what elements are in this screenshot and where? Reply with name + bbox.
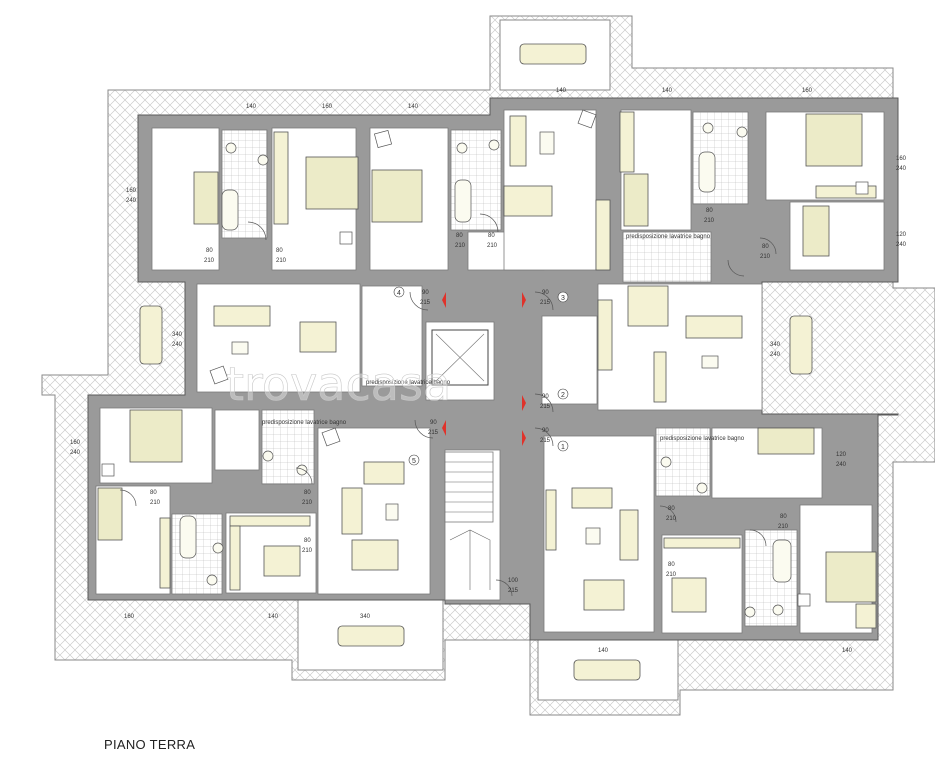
dim-door-h: 210	[302, 548, 313, 554]
dim-door-w: 80	[150, 490, 157, 496]
laundry-note: predisposizione lavatrice bagno	[660, 436, 745, 442]
dim-door-w: 80	[304, 538, 311, 544]
doors	[119, 213, 777, 597]
dim-door-h: 215	[540, 438, 551, 444]
dim-window-w: 140	[598, 648, 609, 654]
dim-door-w: 80	[304, 490, 311, 496]
unit-number: 2	[561, 392, 565, 399]
dim-door-w: 100	[508, 578, 519, 584]
dim-door-h: 210	[204, 258, 215, 264]
dim-door-w: 90	[430, 420, 437, 426]
dim-window-w: 140	[556, 88, 567, 94]
dim-door-w: 90	[542, 290, 549, 296]
dim-door-w: 80	[706, 208, 713, 214]
dim-door-w: 80	[668, 506, 675, 512]
dim-window-w: 140	[842, 648, 853, 654]
dim-window-w: 140	[408, 104, 419, 110]
watermark: trovacasa	[226, 357, 451, 411]
dim-window-w: 160	[896, 156, 907, 162]
dim-window-h: 240	[70, 450, 81, 456]
laundry-note: predisposizione lavatrice bagno	[262, 420, 347, 426]
dim-window-w: 120	[836, 452, 847, 458]
dim-door-h: 210	[778, 524, 789, 530]
dim-window-w: 160	[70, 440, 81, 446]
laundry-note: predisposizione lavatrice bagno	[366, 380, 451, 386]
dim-window-w: 160	[124, 614, 135, 620]
dim-door-h: 210	[302, 500, 313, 506]
dim-door-w: 80	[780, 514, 787, 520]
dim-door-h: 215	[420, 300, 431, 306]
dim-door-h: 210	[704, 218, 715, 224]
dim-window-w: 160	[322, 104, 333, 110]
unit-number: 1	[561, 444, 565, 451]
laundry-note: predisposizione lavatrice bagno	[626, 234, 711, 240]
dim-window-w: 140	[662, 88, 673, 94]
dim-window-w: 120	[896, 232, 907, 238]
entrance-markers	[442, 292, 526, 446]
dim-door-w: 80	[276, 248, 283, 254]
dim-door-w: 80	[762, 244, 769, 250]
dimension-labels: 160 240 160 240 120 240 340 240 340 240 …	[70, 88, 907, 654]
dim-door-h: 215	[540, 404, 551, 410]
unit-number: 4	[397, 290, 401, 297]
dim-door-w: 80	[206, 248, 213, 254]
unit-numbers: 1 2 3 4 5	[393, 286, 569, 466]
floor-title: PIANO TERRA	[104, 737, 196, 752]
dim-window-w: 340	[360, 614, 371, 620]
dim-door-h: 210	[276, 258, 287, 264]
dim-door-h: 215	[508, 588, 519, 594]
dim-door-h: 210	[760, 254, 771, 260]
dim-window-h: 240	[770, 352, 781, 358]
dim-door-h: 210	[455, 243, 466, 249]
dim-door-h: 210	[666, 516, 677, 522]
dim-door-w: 90	[422, 290, 429, 296]
dim-door-w: 80	[456, 233, 463, 239]
dim-window-h: 240	[172, 342, 183, 348]
dim-window-w: 340	[770, 342, 781, 348]
dim-window-w: 140	[246, 104, 257, 110]
dim-door-w: 90	[542, 394, 549, 400]
dim-door-h: 210	[487, 243, 498, 249]
dim-door-h: 215	[540, 300, 551, 306]
dim-window-w: 160	[802, 88, 813, 94]
dim-window-w: 160	[126, 188, 137, 194]
dim-window-h: 240	[896, 242, 907, 248]
unit-number: 3	[561, 295, 565, 302]
dim-door-h: 215	[428, 430, 439, 436]
dim-door-w: 90	[542, 428, 549, 434]
dim-window-w: 140	[268, 614, 279, 620]
dim-window-h: 240	[836, 462, 847, 468]
dim-door-h: 210	[666, 572, 677, 578]
staircase	[431, 329, 494, 590]
dim-window-h: 240	[126, 198, 137, 204]
dim-door-w: 80	[668, 562, 675, 568]
dim-door-w: 80	[488, 233, 495, 239]
dim-window-w: 340	[172, 332, 183, 338]
dim-window-h: 240	[896, 166, 907, 172]
room-notes: predisposizione lavatrice bagno predispo…	[262, 234, 745, 442]
unit-number: 5	[412, 458, 416, 465]
dim-door-h: 210	[150, 500, 161, 506]
furniture	[97, 43, 877, 681]
